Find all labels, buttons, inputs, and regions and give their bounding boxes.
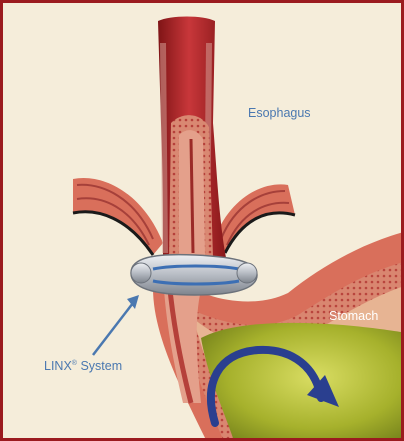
linx-name: LINX xyxy=(44,359,72,373)
esophagus-label: Esophagus xyxy=(248,106,311,120)
anatomy-illustration xyxy=(3,3,404,441)
stomach-label: Stomach xyxy=(329,309,378,323)
linx-suffix: System xyxy=(77,359,122,373)
diaphragm-left xyxy=(73,178,163,255)
linx-ring-icon xyxy=(131,255,257,295)
stomach-acid xyxy=(201,323,404,441)
linx-system-label: LINX® System xyxy=(44,359,122,373)
pointer-arrow-icon xyxy=(93,295,139,355)
